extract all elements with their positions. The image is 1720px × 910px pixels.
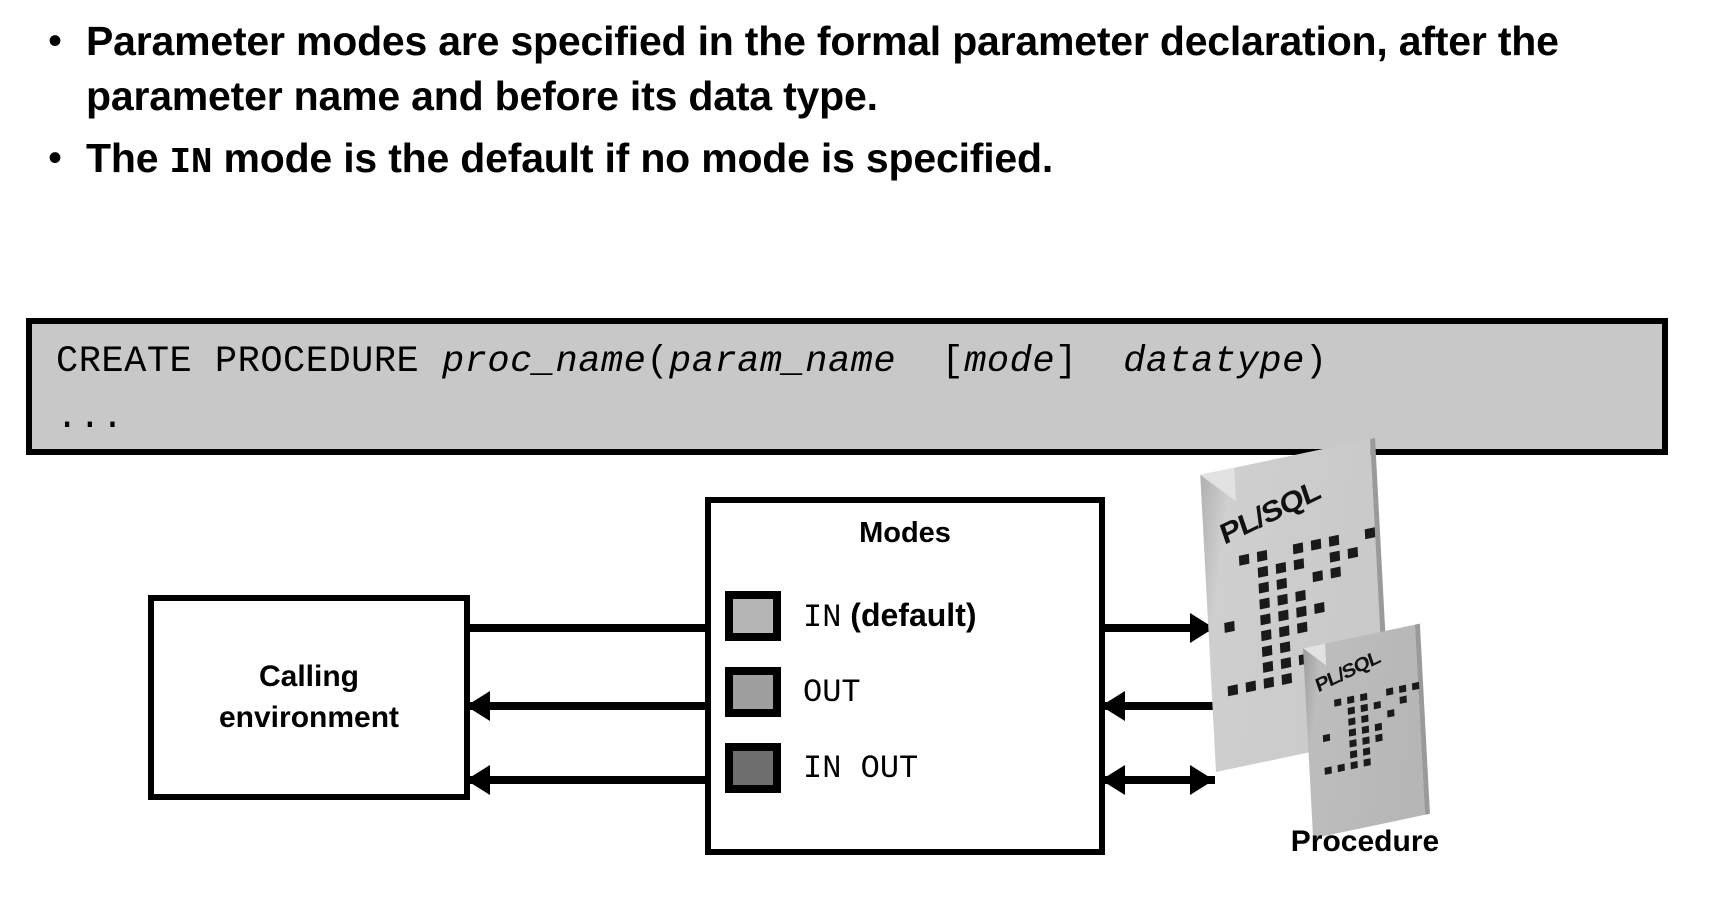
arrow-out-head-icon	[466, 691, 490, 721]
bullet-text-1: Parameter modes are specified in the for…	[86, 18, 1559, 119]
code-keyword: CREATE PROCEDURE	[56, 341, 442, 383]
arrow-inout-head-left-icon	[466, 765, 490, 795]
mode-label-in: IN (default)	[803, 597, 977, 636]
mode-swatch-in-icon	[725, 591, 781, 641]
code-line-2: ...	[56, 397, 125, 439]
arrow-inout-line	[470, 776, 728, 784]
mode-label-inout: IN OUT	[803, 749, 919, 787]
mode-label-out: OUT	[803, 673, 861, 711]
arrow-proc-inout-head-right-icon	[1190, 765, 1214, 795]
mode-label-in-mono: IN	[803, 598, 842, 636]
code-open-paren: (	[646, 341, 670, 383]
code-line-1: CREATE PROCEDURE proc_name(param_name [m…	[56, 334, 1662, 390]
mode-label-in-suffix: (default)	[841, 596, 977, 633]
page-fold-corner-icon	[1200, 467, 1237, 509]
bullet-list: • Parameter modes are specified in the f…	[40, 14, 1700, 195]
code-mode: mode	[964, 341, 1056, 383]
plsql-page-front-icon: PL/SQL	[1303, 623, 1430, 839]
arrow-proc-out-line	[1105, 702, 1215, 710]
mode-swatch-inout-icon	[725, 743, 781, 793]
bullet-marker-icon: •	[48, 136, 63, 181]
bullet-text-2-mono: IN	[169, 142, 213, 184]
arrow-out-line	[470, 702, 728, 710]
bullet-text-2: The IN mode is the default if no mode is…	[86, 131, 1053, 187]
arrow-proc-inout-head-left-icon	[1101, 765, 1125, 795]
bullet-marker-icon: •	[48, 19, 63, 63]
arrow-proc-inout-line	[1105, 776, 1215, 784]
calling-environment-label: Calling environment	[219, 657, 399, 738]
bullet-item-1: • Parameter modes are specified in the f…	[40, 14, 1700, 123]
parameter-modes-diagram: Calling environment Modes IN (default) O…	[0, 438, 1720, 910]
calling-environment-line-1: Calling	[258, 660, 359, 693]
mode-row-inout: IN OUT	[725, 743, 918, 793]
arrow-in-line	[470, 624, 728, 632]
code-close-paren: )	[1304, 341, 1328, 383]
procedure-pages-group: PL/SQL PL/SQL	[1190, 438, 1460, 839]
code-bracket-close: ]	[1055, 341, 1078, 383]
bullet-text-2-before: The	[86, 135, 170, 182]
code-param-name: param_name	[669, 341, 897, 383]
mode-swatch-out-icon	[725, 667, 781, 717]
code-datatype: datatype	[1123, 341, 1305, 383]
page-fold-corner-icon	[1303, 643, 1327, 671]
code-space-2	[1078, 341, 1123, 383]
modes-box: Modes IN (default) OUT IN OUT	[705, 497, 1105, 855]
calling-environment-line-2: environment	[218, 700, 400, 734]
calling-environment-box: Calling environment	[148, 595, 470, 800]
modes-title: Modes	[859, 517, 951, 549]
mode-row-out: OUT	[725, 667, 861, 717]
code-block: CREATE PROCEDURE proc_name(param_name [m…	[26, 318, 1668, 455]
code-proc-name: proc_name	[441, 341, 647, 383]
mode-row-in: IN (default)	[725, 591, 977, 641]
arrow-proc-out-head-icon	[1101, 691, 1125, 721]
bullet-item-2: • The IN mode is the default if no mode …	[40, 131, 1700, 187]
code-space-1	[896, 341, 941, 383]
procedure-caption: Procedure	[1290, 825, 1440, 858]
bullet-text-2-after: mode is the default if no mode is specif…	[212, 135, 1054, 182]
code-bracket-open: [	[941, 341, 965, 383]
code-dots-front-icon	[1318, 679, 1426, 777]
arrow-proc-in-line	[1105, 624, 1215, 632]
